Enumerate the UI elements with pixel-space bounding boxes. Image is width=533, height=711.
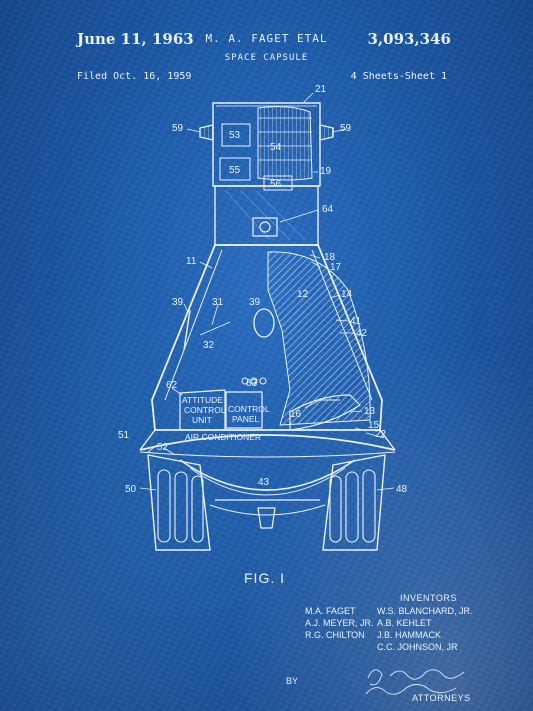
inventor-row: M.A. FAGET W.S. BLANCHARD, JR. — [305, 605, 473, 617]
heat-shield — [139, 429, 396, 529]
inventor-line: M. A. FAGET ETAL — [205, 32, 328, 45]
attitude-label-3: UNIT — [192, 415, 212, 425]
ref-48: 48 — [396, 484, 408, 495]
patent-date: June 11, 1963 — [77, 30, 194, 48]
inventor-name: A.J. MEYER, JR. — [305, 618, 374, 628]
ref-19: 19 — [320, 166, 332, 177]
antenna-canister — [199, 102, 334, 191]
ref-55: 55 — [229, 165, 241, 176]
ref-18: 18 — [324, 252, 336, 263]
ref-52: 52 — [157, 442, 169, 453]
ref-51: 51 — [118, 430, 130, 441]
inventor-row: C.C. JOHNSON, JR — [305, 641, 473, 653]
ref-12: 12 — [297, 289, 309, 300]
attorneys-label: ATTORNEYS — [412, 693, 471, 703]
leader-lines — [139, 92, 395, 491]
inventor-name: C.C. JOHNSON, JR — [377, 642, 458, 652]
attitude-label-2: CONTROL — [184, 405, 226, 415]
left-retro-pack — [147, 454, 211, 551]
sheet-count: 4 Sheets-Sheet 1 — [350, 71, 447, 82]
patent-title: SPACE CAPSULE — [224, 53, 309, 63]
patent-number: 3,093,346 — [367, 30, 451, 48]
by-label: BY — [286, 676, 299, 686]
ref-41: 41 — [350, 316, 362, 327]
ref-16: 16 — [290, 409, 302, 420]
inventor-name: A.B. KEHLET — [377, 618, 432, 628]
inventor-name: J.B. HAMMACK — [377, 630, 442, 640]
ref-54: 54 — [270, 142, 282, 153]
ref-56: 56 — [270, 179, 282, 190]
control-panel-label-1: CONTROL — [228, 404, 270, 414]
attitude-label-1: ATTITUDE — [182, 395, 223, 405]
ref-42: 42 — [356, 328, 368, 339]
inventor-name: R.G. CHILTON — [305, 630, 365, 640]
ref-50: 50 — [125, 484, 137, 495]
inventor-name: M.A. FAGET — [305, 606, 356, 616]
ref-17: 17 — [330, 262, 342, 273]
ref-59-right: 59 — [340, 123, 352, 134]
inventor-row: R.G. CHILTON J.B. HAMMACK — [305, 629, 473, 641]
ref-53: 53 — [229, 130, 241, 141]
air-conditioner-label: AIR CONDITIONER — [185, 432, 261, 442]
ref-39-left: 39 — [172, 297, 184, 308]
ref-32: 32 — [203, 340, 215, 351]
ref-64: 64 — [322, 204, 334, 215]
inventor-name: W.S. BLANCHARD, JR. — [377, 606, 473, 616]
ref-15: 15 — [368, 420, 380, 431]
inventors-heading: INVENTORS — [400, 593, 457, 603]
ref-31: 31 — [212, 297, 224, 308]
figure-label: FIG. I — [244, 570, 285, 586]
ref-11: 11 — [186, 256, 197, 267]
ref-13: 13 — [364, 406, 376, 417]
attorney-signature — [365, 669, 465, 695]
ref-62: 62 — [166, 380, 178, 391]
filed-date: Filed Oct. 16, 1959 — [77, 71, 192, 82]
ref-21: 21 — [315, 84, 327, 95]
control-panel-label-2: PANEL — [232, 414, 260, 424]
ref-43: 43 — [258, 477, 270, 488]
inventor-row: A.J. MEYER, JR.A.B. KEHLET — [305, 617, 473, 629]
inventor-names: M.A. FAGET W.S. BLANCHARD, JR. A.J. MEYER… — [305, 605, 473, 653]
ref-39-center: 39 — [249, 297, 261, 308]
ref-59-left: 59 — [172, 123, 184, 134]
right-retro-pack — [322, 454, 386, 551]
reference-numbers: 21 59 59 53 54 55 56 19 64 18 17 11 12 1… — [118, 84, 408, 495]
recovery-section — [214, 185, 319, 246]
ref-63: 63 — [246, 378, 258, 389]
ref-22: 22 — [375, 429, 387, 440]
callout-labels: ATTITUDE CONTROL UNIT CONTROL PANEL AIR … — [182, 395, 270, 442]
ref-14: 14 — [341, 289, 353, 300]
